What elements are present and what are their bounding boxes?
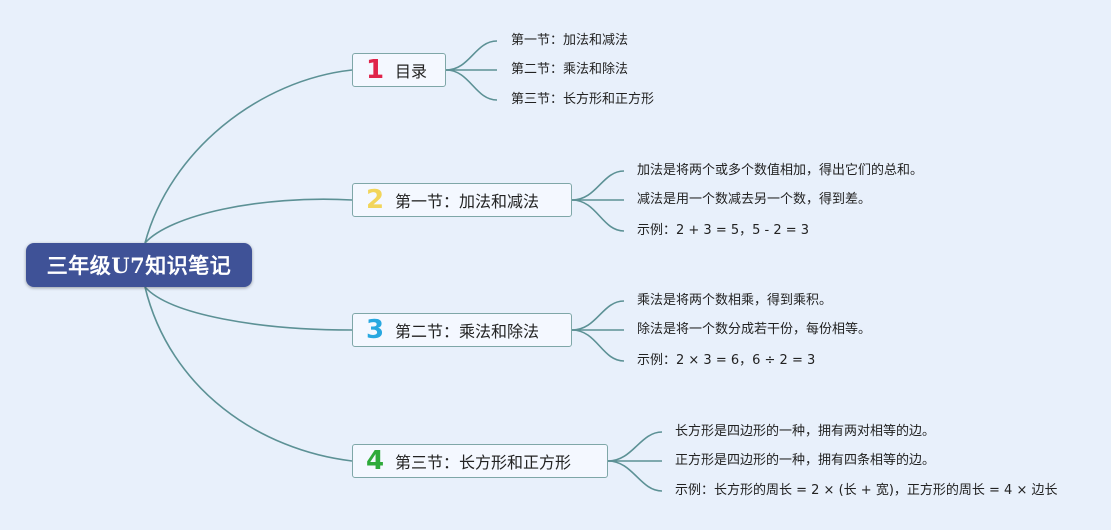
number-icon-1: 1 [365,55,385,85]
connector-root-branch-4 [144,286,353,462]
leaf-topic-1-3[interactable]: 第三节：长方形和正方形 [511,92,655,107]
connector-root-branch-2 [144,198,353,244]
branch-topic-2[interactable]: 2 第一节：加法和减法 [352,183,572,217]
leaf-topic-2-1[interactable]: 加法是将两个或多个数值相加，得出它们的总和。 [637,163,924,178]
leaf-topic-1-1[interactable]: 第一节：加法和减法 [511,33,629,48]
leaf-topic-4-3[interactable]: 示例：长方形的周长 = 2 × (长 + 宽)，正方形的周长 = 4 × 边长 [675,483,1058,498]
number-icon-4: 4 [365,446,385,476]
leaf-topic-4-2[interactable]: 正方形是四边形的一种，拥有四条相等的边。 [675,453,936,468]
connector-root-branch-1 [144,69,353,244]
number-icon-2: 2 [365,185,385,215]
leaf-topic-1-2[interactable]: 第二节：乘法和除法 [511,62,629,77]
connector-branch-4-leaf-3 [607,460,663,492]
connector-branch-4-leaf-1 [607,431,663,462]
branch-label-3: 第二节：乘法和除法 [395,322,540,341]
connector-branch-2-leaf-1 [571,170,625,201]
connector-branch-1-leaf-3 [445,69,498,101]
connector-branch-2-leaf-3 [571,199,625,232]
connector-root-branch-3 [144,286,353,331]
connector-branch-1-leaf-1 [445,40,498,71]
leaf-topic-3-1[interactable]: 乘法是将两个数相乘，得到乘积。 [637,293,833,308]
root-topic-label: 三年级U7知识笔记 [46,253,232,278]
connector-branch-3-leaf-1 [571,300,625,331]
leaf-topic-4-1[interactable]: 长方形是四边形的一种，拥有两对相等的边。 [675,424,936,439]
leaf-topic-3-2[interactable]: 除法是将一个数分成若干份，每份相等。 [637,322,872,337]
branch-topic-4[interactable]: 4 第三节：长方形和正方形 [352,444,608,478]
leaf-topic-2-3[interactable]: 示例：2 + 3 = 5，5 - 2 = 3 [637,223,810,238]
branch-topic-3[interactable]: 3 第二节：乘法和除法 [352,313,572,347]
branch-label-2: 第一节：加法和减法 [395,192,540,211]
connector-branch-3-leaf-3 [571,329,625,362]
root-topic[interactable]: 三年级U7知识笔记 [26,243,252,287]
branch-label-4: 第三节：长方形和正方形 [395,453,572,472]
leaf-topic-3-3[interactable]: 示例：2 × 3 = 6，6 ÷ 2 = 3 [637,353,816,368]
branch-label-1: 目录 [395,62,428,81]
branch-topic-1[interactable]: 1 目录 [352,53,446,87]
leaf-topic-2-2[interactable]: 减法是用一个数减去另一个数，得到差。 [637,192,872,207]
number-icon-3: 3 [365,315,385,345]
